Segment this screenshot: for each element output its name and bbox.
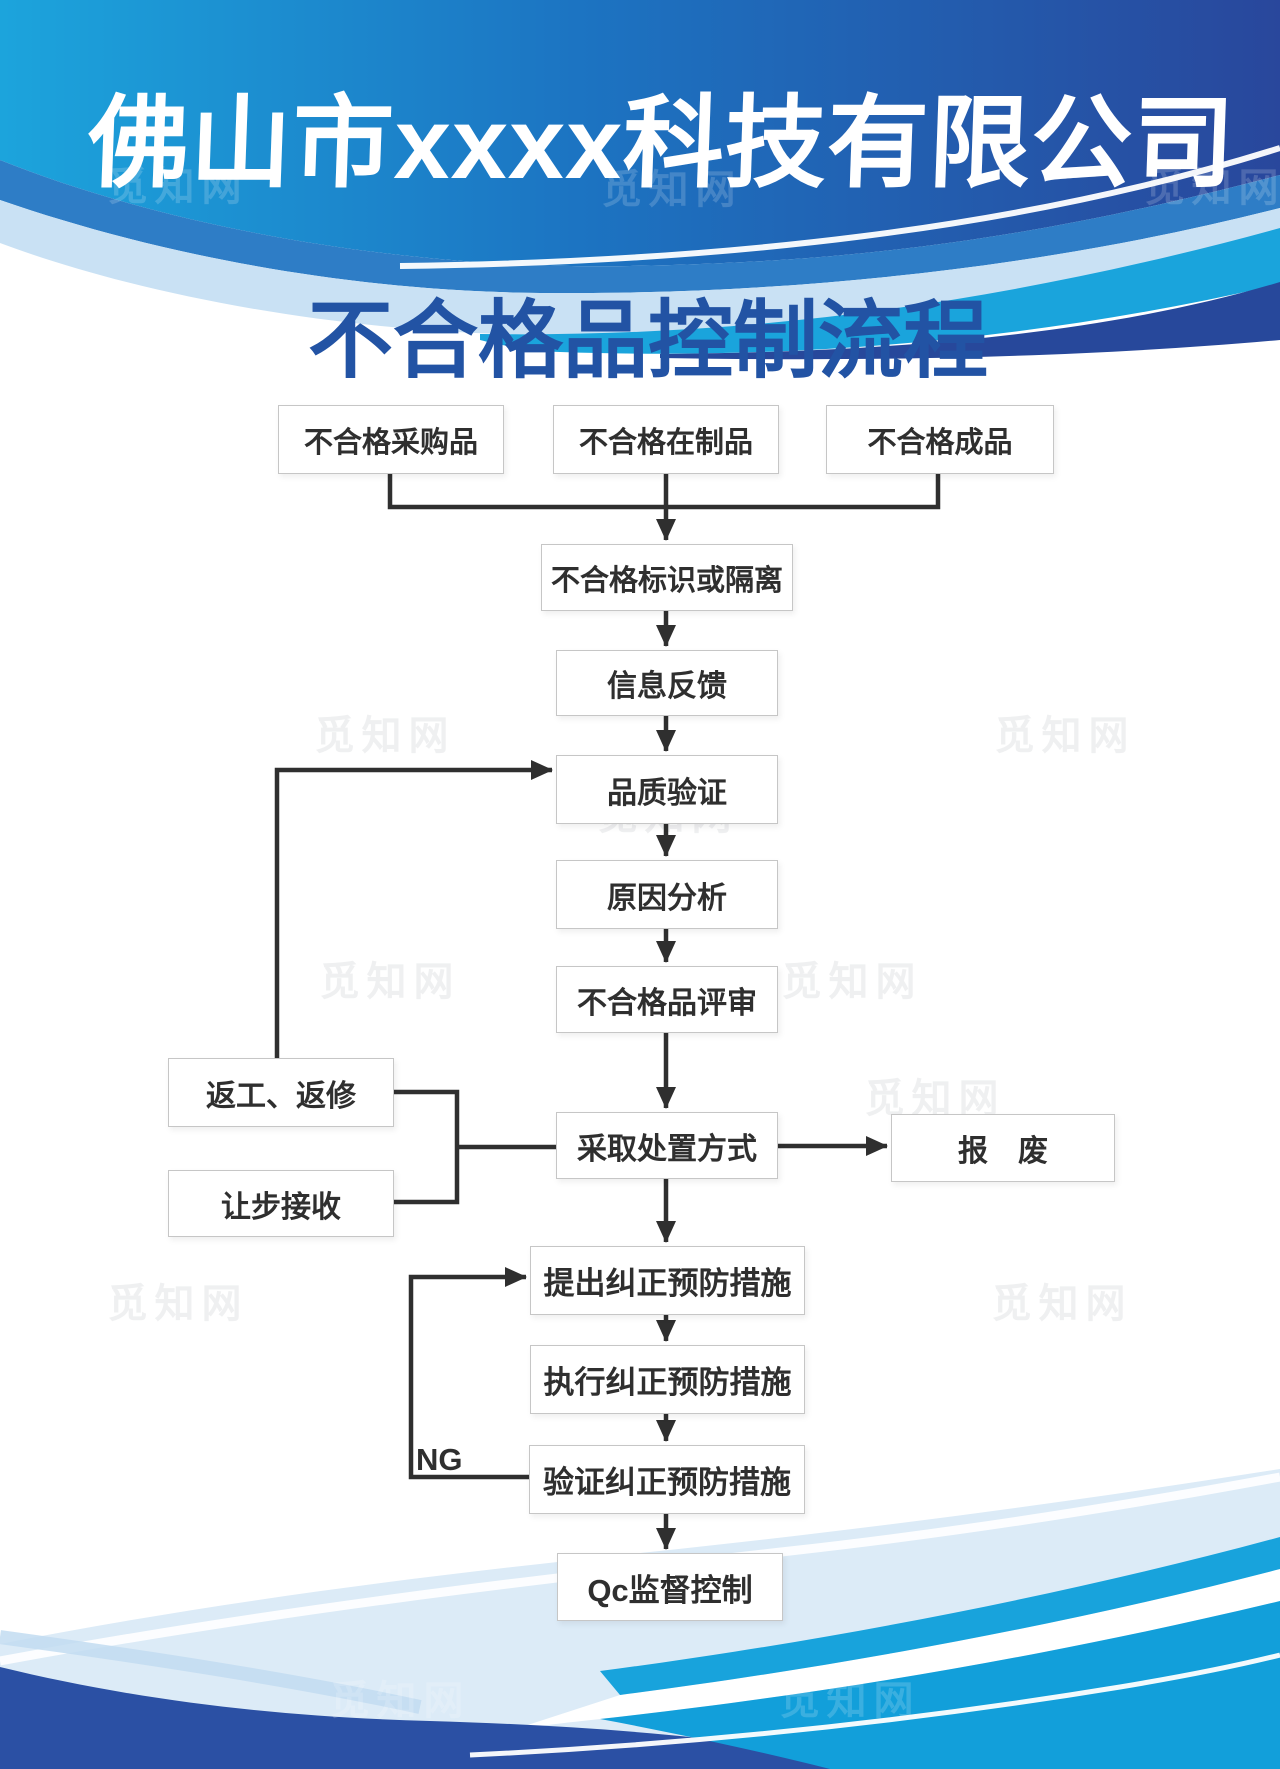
node-rework-repair: 返工、返修 — [168, 1058, 394, 1127]
banner-underlay-ribbon — [0, 160, 1280, 294]
node-info-feedback: 信息反馈 — [556, 650, 778, 716]
node-disposal-method: 采取处置方式 — [556, 1112, 778, 1179]
node-defective-finished: 不合格成品 — [826, 405, 1054, 474]
footer-cyan-ribbon — [600, 1537, 1280, 1695]
edge-bracket-rework-concession — [392, 1089, 460, 1205]
node-quality-verification: 品质验证 — [556, 755, 778, 824]
edge-rework-loop-to-verify — [274, 760, 553, 1058]
footer-white-swath — [500, 1569, 1280, 1734]
header-cyan-ribbon — [480, 228, 1280, 354]
header-navy-ribbon — [660, 282, 1280, 360]
footer-thin-white-line — [469, 1652, 1280, 1758]
node-defective-in-process: 不合格在制品 — [553, 405, 779, 474]
node-nonconforming-review: 不合格品评审 — [556, 966, 778, 1033]
header-wave-art — [0, 0, 1280, 360]
node-execute-capa: 执行纠正预防措施 — [530, 1345, 805, 1414]
node-qc-supervision: Qc监督控制 — [557, 1553, 783, 1621]
node-concession-acceptance: 让步接收 — [168, 1170, 394, 1237]
footer-cyan-wave — [600, 1601, 1280, 1769]
node-scrap: 报 废 — [891, 1114, 1115, 1182]
node-propose-capa: 提出纠正预防措施 — [530, 1246, 805, 1315]
page-title: 不合格品控制流程 — [307, 294, 989, 389]
footer-pale-accent — [0, 1630, 422, 1714]
ng-edge-label: NG — [416, 1442, 463, 1477]
banner-shape — [0, 0, 1280, 267]
node-mark-or-isolate: 不合格标识或隔离 — [541, 544, 793, 611]
banner-white-arc — [399, 145, 1280, 269]
node-defective-purchased: 不合格采购品 — [278, 405, 504, 474]
node-cause-analysis: 原因分析 — [556, 860, 778, 929]
node-verify-capa: 验证纠正预防措施 — [529, 1445, 805, 1514]
edge-ng-loop — [408, 1267, 529, 1480]
